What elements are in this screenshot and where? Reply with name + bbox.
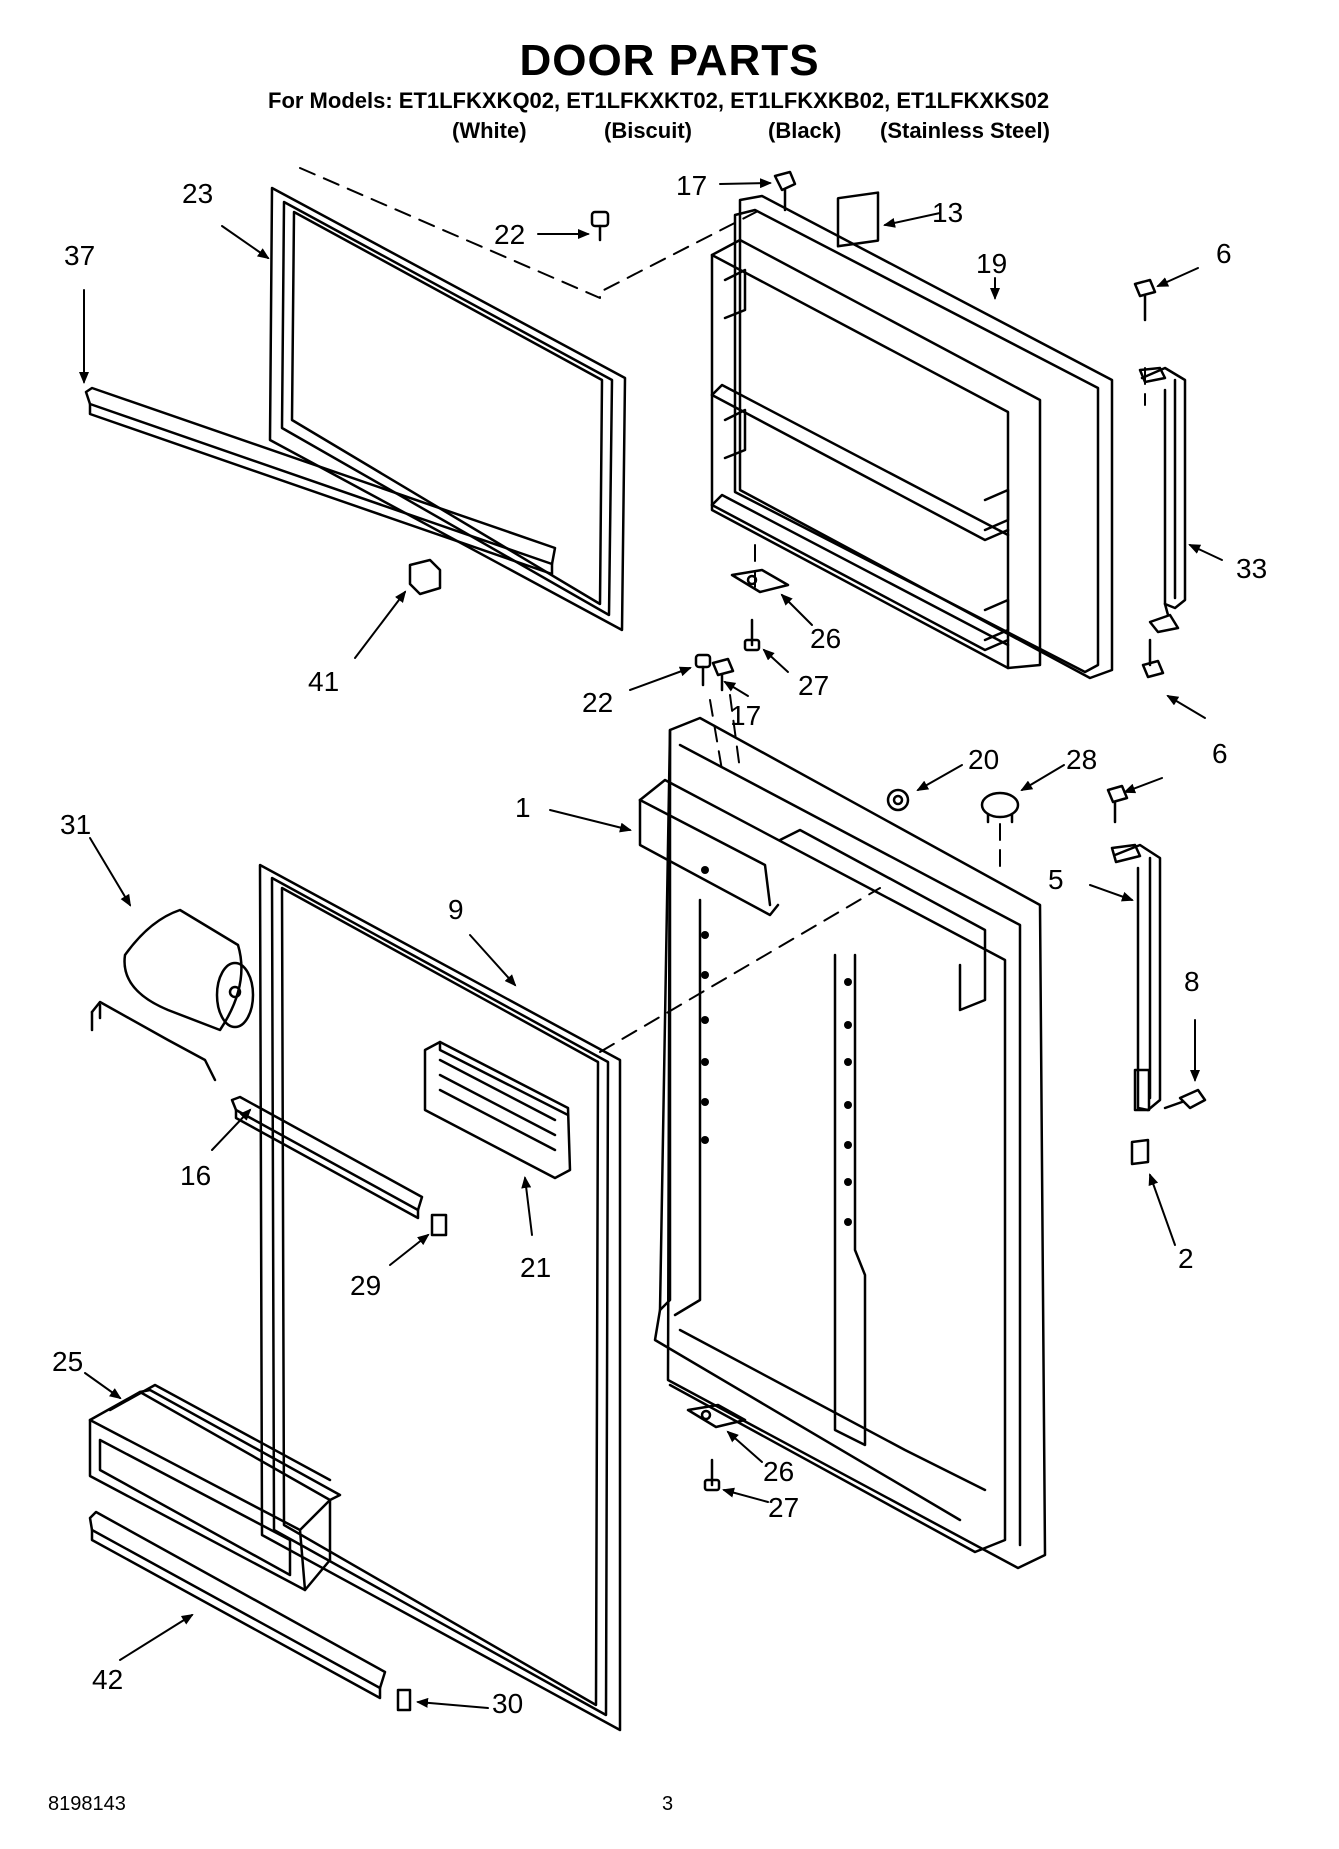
freezer-trim-end-cap <box>408 558 442 596</box>
callout-19: 19 <box>976 248 1008 279</box>
callout-26: 26 <box>810 623 842 654</box>
callout-16: 16 <box>180 1160 212 1191</box>
plug-20 <box>886 788 910 812</box>
callout-27: 27 <box>798 670 830 701</box>
fresh-food-door <box>638 716 1047 1570</box>
freezer-handle <box>1138 366 1187 634</box>
fastener-6-lower <box>1141 638 1165 679</box>
hinge-26-upper <box>730 568 790 594</box>
freezer-trim-strip <box>84 386 557 576</box>
freezer-door <box>710 194 1114 680</box>
clip-2 <box>1130 1138 1150 1166</box>
callout-1: 1 <box>515 792 531 823</box>
freezer-door-gasket <box>268 186 627 632</box>
door-bin-holes-right <box>844 978 852 1226</box>
callout-23: 23 <box>182 178 214 209</box>
callout-17: 17 <box>730 700 762 731</box>
fresh-food-handle <box>1110 843 1162 1112</box>
callout-29: 29 <box>350 1270 382 1301</box>
color-stainless-steel: (Stainless Steel) <box>880 118 1050 143</box>
page-title: DOOR PARTS <box>519 36 820 85</box>
door-bin-holes-left <box>701 866 709 1144</box>
callout-31: 31 <box>60 809 92 840</box>
fastener-17-top <box>773 170 797 212</box>
callout-41: 41 <box>308 666 340 697</box>
callout-20: 20 <box>968 744 1000 775</box>
callout-6: 6 <box>1212 738 1228 769</box>
alignment-lines <box>299 167 1146 1053</box>
models-line: For Models: ET1LFKXKQ02, ET1LFKXKT02, ET… <box>268 88 1050 113</box>
callout-25: 25 <box>52 1346 84 1377</box>
end-cap-30 <box>396 1688 412 1712</box>
callout-8: 8 <box>1184 966 1200 997</box>
freezer-label <box>836 191 880 248</box>
callout-30: 30 <box>492 1688 524 1719</box>
screw-27-lower <box>703 1458 721 1492</box>
callout-42: 42 <box>92 1664 124 1695</box>
callout-22: 22 <box>582 687 614 718</box>
fastener-6-upper <box>1133 278 1157 322</box>
screw-27-upper <box>743 618 761 652</box>
dairy-door <box>90 908 255 1082</box>
callout-33: 33 <box>1236 553 1268 584</box>
screw-8 <box>1163 1088 1207 1110</box>
fastener-6-fresh-food <box>1106 784 1129 824</box>
callout-21: 21 <box>520 1252 552 1283</box>
callout-9: 9 <box>448 894 464 925</box>
callout-28: 28 <box>1066 744 1098 775</box>
callout-22: 22 <box>494 219 526 250</box>
callout-17: 17 <box>676 170 708 201</box>
button-plug-28 <box>980 791 1020 824</box>
color-black: (Black) <box>768 118 842 143</box>
fresh-food-door-gasket <box>258 863 622 1732</box>
fastener-22-top <box>590 210 610 242</box>
bin-trim-42 <box>88 1510 387 1700</box>
door-bin-25 <box>88 1383 342 1592</box>
callout-2: 2 <box>1178 1243 1194 1274</box>
shelf-trim-16 <box>230 1095 424 1220</box>
color-white: (White) <box>452 118 527 143</box>
callout-13: 13 <box>932 197 964 228</box>
document-number: 8198143 <box>48 1793 126 1815</box>
callout-26: 26 <box>763 1456 795 1487</box>
callout-5: 5 <box>1048 864 1064 895</box>
hinge-26-lower <box>686 1403 747 1429</box>
callout-37: 37 <box>64 240 96 271</box>
page-number: 3 <box>662 1793 674 1815</box>
fastener-22-middle <box>694 653 712 687</box>
color-biscuit: (Biscuit) <box>604 118 692 143</box>
callout-6: 6 <box>1216 238 1232 269</box>
end-cap-29 <box>430 1213 448 1237</box>
callout-27: 27 <box>768 1492 800 1523</box>
fastener-17-middle <box>711 657 735 692</box>
nameplate-21 <box>423 1040 572 1180</box>
leader-arrows <box>79 178 1223 1709</box>
